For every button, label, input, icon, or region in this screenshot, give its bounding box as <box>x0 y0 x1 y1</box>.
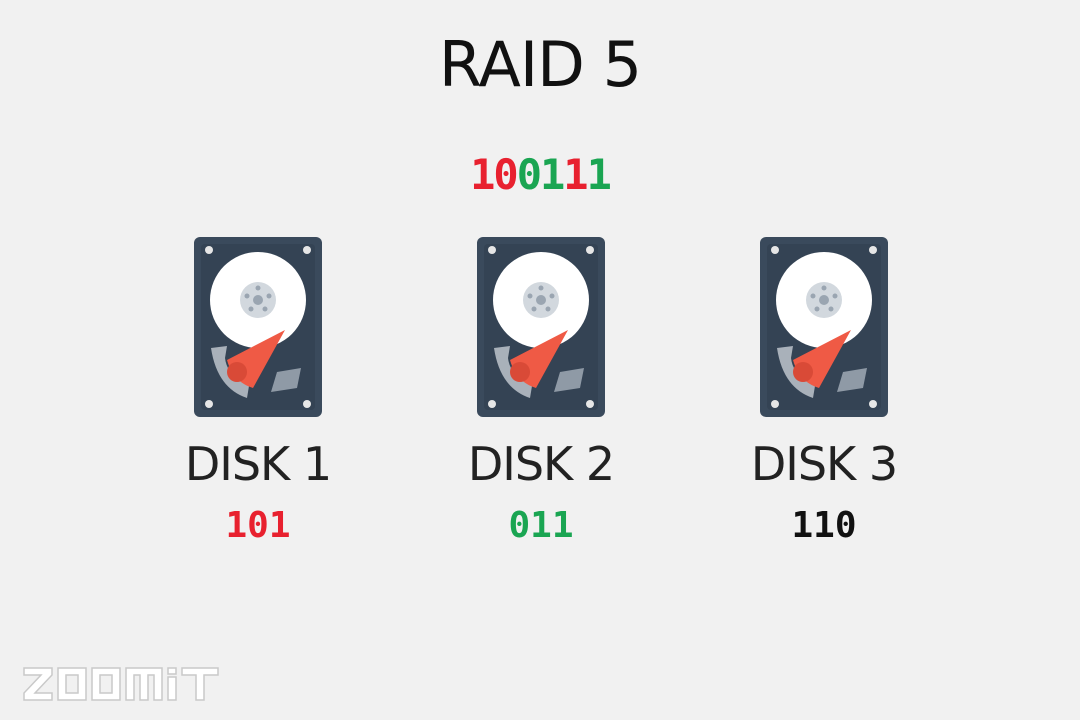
data-stripe-bits: 100111 <box>0 150 1080 199</box>
disk-bits: 101 <box>225 505 291 546</box>
disk-1: DISK 1 101 <box>158 236 358 546</box>
disk-label: DISK 1 <box>184 437 332 491</box>
data-bit: 1 <box>586 150 612 199</box>
disk-bits: 110 <box>791 505 857 546</box>
disk-label: DISK 3 <box>750 437 898 491</box>
data-bit: 1 <box>540 150 565 199</box>
page-title: RAID 5 <box>438 28 642 101</box>
data-bit: 1 <box>470 150 495 199</box>
hard-drive-icon <box>194 237 322 417</box>
disk-label: DISK 2 <box>467 437 615 491</box>
disk-2: DISK 2 011 <box>441 236 641 546</box>
data-bit: 0 <box>516 150 542 199</box>
data-bit: 0 <box>493 150 518 199</box>
hard-drive-icon <box>477 237 605 417</box>
zoomit-logo <box>22 664 222 708</box>
hard-drive-icon <box>760 237 888 417</box>
data-bit: 1 <box>563 150 588 199</box>
disk-3: DISK 3 110 <box>724 236 924 546</box>
disk-bits: 011 <box>508 505 574 546</box>
